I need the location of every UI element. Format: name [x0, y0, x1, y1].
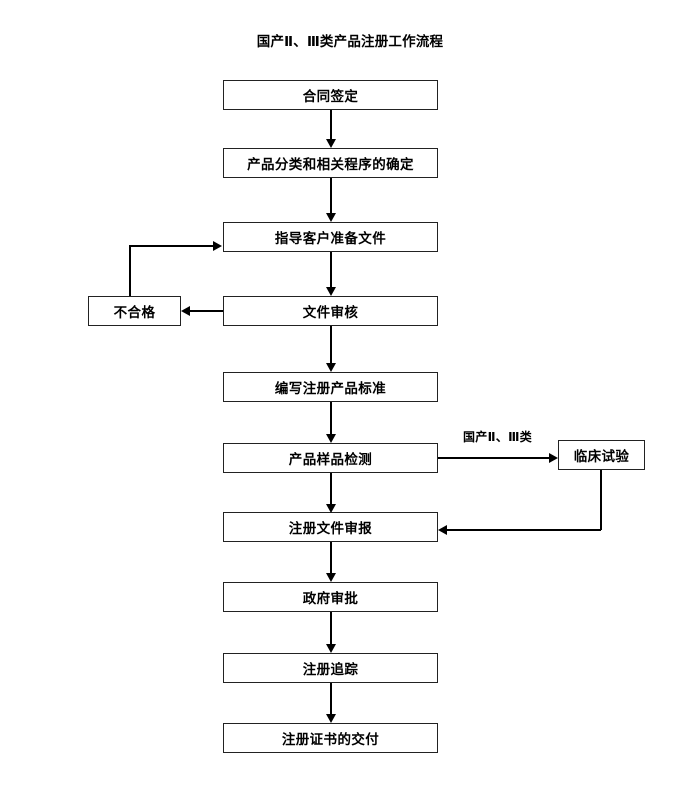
edge-review-to-reject-arrow — [181, 306, 190, 316]
page-title: 国产Ⅱ、Ⅲ类产品注册工作流程 — [256, 34, 444, 50]
node-rejected[interactable]: 不合格 — [88, 296, 181, 326]
edge-approval-to-tracking-arrow — [326, 644, 336, 653]
edge-contract-to-classification-arrow — [326, 139, 336, 148]
edge-sampletest-to-submit-arrow — [326, 504, 336, 513]
edge-standard-to-sampletest-line — [330, 402, 332, 435]
edge-review-to-standard-arrow — [326, 363, 336, 372]
edge-reject-to-guide-arrow — [213, 241, 222, 251]
edge-reject-to-guide-line — [129, 245, 214, 247]
edge-clinical-to-submit-riser — [600, 470, 602, 530]
edge-clinical-to-submit-arrow — [438, 525, 447, 535]
node-sample-testing[interactable]: 产品样品检测 — [223, 443, 438, 473]
edge-reject-to-guide-riser — [129, 246, 131, 296]
edge-sampletest-to-clinical-line — [438, 457, 550, 459]
edge-tracking-to-delivery-line — [330, 683, 332, 715]
node-contract[interactable]: 合同签定 — [223, 80, 438, 110]
node-classification[interactable]: 产品分类和相关程序的确定 — [223, 148, 438, 178]
node-registration-tracking[interactable]: 注册追踪 — [223, 653, 438, 683]
edge-guide-to-review-arrow — [326, 287, 336, 296]
node-write-product-standard[interactable]: 编写注册产品标准 — [223, 372, 438, 402]
edge-sampletest-to-submit-line — [330, 473, 332, 505]
node-clinical-trial[interactable]: 临床试验 — [558, 440, 645, 470]
edge-classification-to-guide-arrow — [326, 213, 336, 222]
edge-clinical-to-submit-line — [447, 529, 601, 531]
edge-standard-to-sampletest-arrow — [326, 434, 336, 443]
edge-tracking-to-delivery-arrow — [326, 714, 336, 723]
edge-guide-to-review-line — [330, 252, 332, 288]
edge-submit-to-approval-line — [330, 542, 332, 574]
edge-classification-to-guide-line — [330, 178, 332, 214]
edge-review-to-reject-line — [190, 310, 223, 312]
node-registration-submission[interactable]: 注册文件审报 — [223, 512, 438, 542]
edge-review-to-standard-line — [330, 326, 332, 364]
edge-contract-to-classification-line — [330, 110, 332, 140]
node-document-review[interactable]: 文件审核 — [223, 296, 438, 326]
node-government-approval[interactable]: 政府审批 — [223, 582, 438, 612]
edge-submit-to-approval-arrow — [326, 573, 336, 582]
edge-sampletest-to-clinical-arrow — [549, 453, 558, 463]
edge-approval-to-tracking-line — [330, 612, 332, 645]
node-certificate-delivery[interactable]: 注册证书的交付 — [223, 723, 438, 753]
node-guide-client-documents[interactable]: 指导客户准备文件 — [223, 222, 438, 252]
edge-label-domestic-class-ii-iii: 国产Ⅱ、Ⅲ类 — [463, 430, 533, 444]
